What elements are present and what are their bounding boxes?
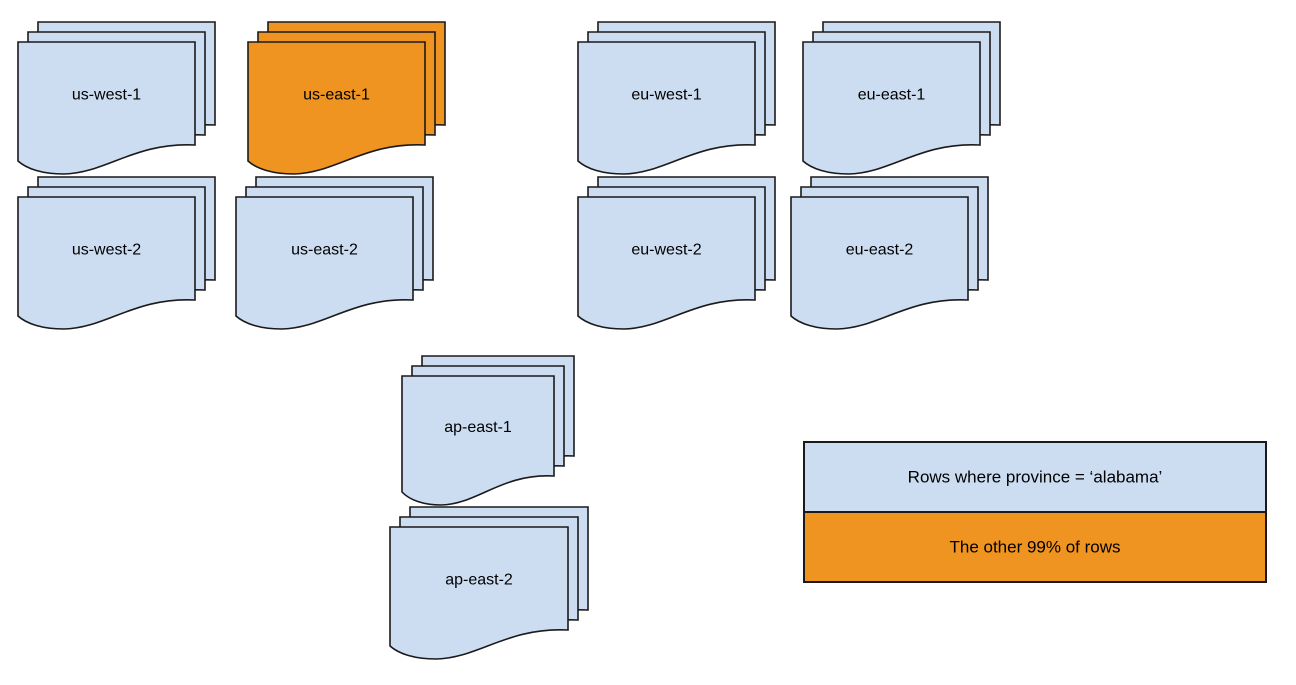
document-stack-eu-east-1[interactable]: eu-east-1 xyxy=(802,21,1001,175)
document-sheet-front-eu-west-1 xyxy=(577,41,756,175)
document-stack-label-ap-east-2: ap-east-2 xyxy=(445,572,513,589)
document-sheet-front-eu-west-2 xyxy=(577,196,756,330)
document-stack-label-eu-east-1: eu-east-1 xyxy=(858,87,926,104)
document-stack-us-east-1[interactable]: us-east-1 xyxy=(247,21,446,175)
legend-label-legend-orange: The other 99% of rows xyxy=(949,537,1120,556)
document-stack-ap-east-1[interactable]: ap-east-1 xyxy=(401,355,575,506)
document-stack-us-west-1[interactable]: us-west-1 xyxy=(17,21,216,175)
document-stack-us-west-2[interactable]: us-west-2 xyxy=(17,176,216,330)
legend-label-legend-blue: Rows where province = ‘alabama’ xyxy=(908,467,1163,486)
document-stack-label-us-east-2: us-east-2 xyxy=(291,242,358,259)
document-sheet-front-ap-east-2 xyxy=(389,526,569,660)
document-sheet-front-us-west-1 xyxy=(17,41,196,175)
document-stack-eu-east-2[interactable]: eu-east-2 xyxy=(790,176,989,330)
document-stack-us-east-2[interactable]: us-east-2 xyxy=(235,176,434,330)
document-sheet-front-eu-east-1 xyxy=(802,41,981,175)
legend: Rows where province = ‘alabama’ The other… xyxy=(803,441,1267,583)
document-sheet-front-eu-east-2 xyxy=(790,196,969,330)
document-stack-label-us-west-2: us-west-2 xyxy=(72,242,141,259)
document-sheet-front-us-east-2 xyxy=(235,196,414,330)
document-stack-eu-west-1[interactable]: eu-west-1 xyxy=(577,21,776,175)
document-stack-label-us-west-1: us-west-1 xyxy=(72,87,141,104)
document-stack-label-ap-east-1: ap-east-1 xyxy=(444,419,512,436)
document-stack-label-us-east-1: us-east-1 xyxy=(303,87,370,104)
document-stack-label-eu-east-2: eu-east-2 xyxy=(846,242,914,259)
document-sheet-front-ap-east-1 xyxy=(401,375,555,506)
legend-swatch-legend-blue xyxy=(803,441,1267,513)
document-stack-eu-west-2[interactable]: eu-west-2 xyxy=(577,176,776,330)
legend-swatch-legend-orange xyxy=(803,511,1267,583)
document-stack-ap-east-2[interactable]: ap-east-2 xyxy=(389,506,589,660)
document-sheet-front-us-east-1 xyxy=(247,41,426,175)
document-stack-label-eu-west-2: eu-west-2 xyxy=(631,242,701,259)
document-stack-label-eu-west-1: eu-west-1 xyxy=(631,87,701,104)
document-sheet-front-us-west-2 xyxy=(17,196,196,330)
